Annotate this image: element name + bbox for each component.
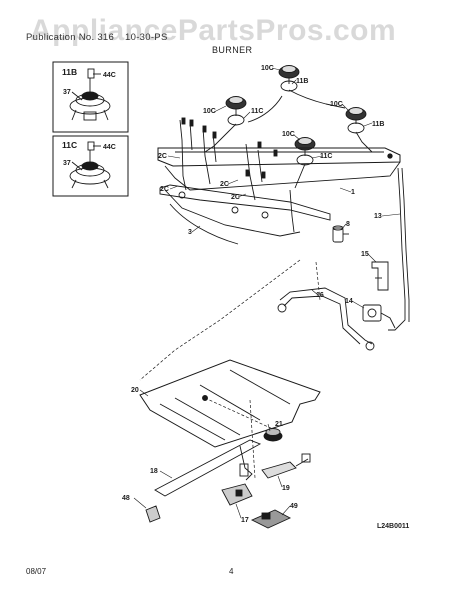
tube-assembly-16 [277, 287, 375, 351]
callout-2c-a: 2C [158, 153, 167, 160]
callout-10c-a: 10C [261, 65, 274, 72]
spark-module-49 [250, 509, 292, 529]
section-title: BURNER [212, 45, 253, 55]
callout-20: 20 [131, 387, 139, 394]
burner-manifold [157, 147, 401, 191]
callout-2c-b: 2C [160, 186, 169, 193]
inset-11b: 11B 44C 37 [52, 61, 129, 133]
footer-date: 08/07 [26, 567, 47, 576]
inset-11c: 11C 44C 37 [52, 135, 129, 197]
callout-10c-b: 10C [203, 108, 216, 115]
callout-14: 14 [345, 298, 353, 305]
burner-cap-group [225, 65, 367, 166]
inset-label-11c: 11C [62, 140, 77, 150]
callout-49: 49 [290, 503, 298, 510]
callout-21: 21 [275, 421, 283, 428]
gas-tubing [204, 89, 373, 189]
callout-10c-d: 10C [282, 131, 295, 138]
model-range: 10-30-PS [125, 32, 168, 43]
callout-1: 1 [351, 189, 355, 196]
igniter-19 [261, 453, 311, 479]
callout-labels: 10C 11B 10C 11C 10C 11B 10C 11C 2C 2C 2C… [122, 65, 384, 524]
rail-fasteners [181, 117, 278, 179]
callout-19: 19 [282, 485, 290, 492]
callout-16: 16 [316, 292, 324, 299]
watermark: AppliancePartsPros.com [30, 14, 397, 47]
callout-2c-d: 2C [231, 194, 240, 201]
guide-lines [139, 259, 321, 479]
valve-bracket-17 [221, 483, 253, 506]
leader-lines [133, 67, 401, 519]
callout-11b-a: 11B [296, 78, 308, 85]
callout-2c-c: 2C [220, 181, 229, 188]
lower-manifold [159, 184, 331, 237]
ignition-wiring [169, 119, 295, 245]
callout-15: 15 [361, 251, 369, 258]
page-number: 4 [229, 567, 234, 576]
diagram-code: L24B0011 [377, 523, 410, 530]
callout-3: 3 [188, 229, 192, 236]
callout-11c-b: 11C [320, 153, 332, 160]
valve-14 [362, 304, 396, 329]
callout-18: 18 [150, 468, 158, 475]
inset-label-11b: 11B [62, 67, 77, 77]
callout-10c-c: 10C [330, 101, 343, 108]
callout-13: 13 [374, 213, 382, 220]
bracket-15 [371, 261, 389, 291]
callout-8: 8 [346, 221, 350, 228]
callout-44c-top: 44C [103, 72, 116, 79]
callout-37-top: 37 [63, 89, 71, 96]
gas-supply-tube-13 [388, 167, 410, 331]
pressure-regulator-8 [332, 225, 349, 243]
callout-17: 17 [241, 517, 249, 524]
callout-11c-a: 11C [251, 108, 263, 115]
burner-cap-10c-left [225, 96, 247, 110]
burner-cap-10c-top [278, 65, 300, 79]
baffle-20 [139, 359, 321, 448]
callout-11b-b: 11B [372, 121, 384, 128]
clip-48 [145, 505, 161, 523]
burner-cap-10c-mid [294, 137, 316, 151]
page-header: Publication No. 316 10-30-PS [26, 32, 176, 43]
callout-48: 48 [122, 495, 130, 502]
burner-cap-10c-right [345, 107, 367, 121]
publication-number: Publication No. 316 [26, 32, 115, 43]
callout-37-bottom: 37 [63, 160, 71, 167]
support-rod-18 [154, 439, 262, 497]
callout-44c-bottom: 44C [103, 144, 116, 151]
